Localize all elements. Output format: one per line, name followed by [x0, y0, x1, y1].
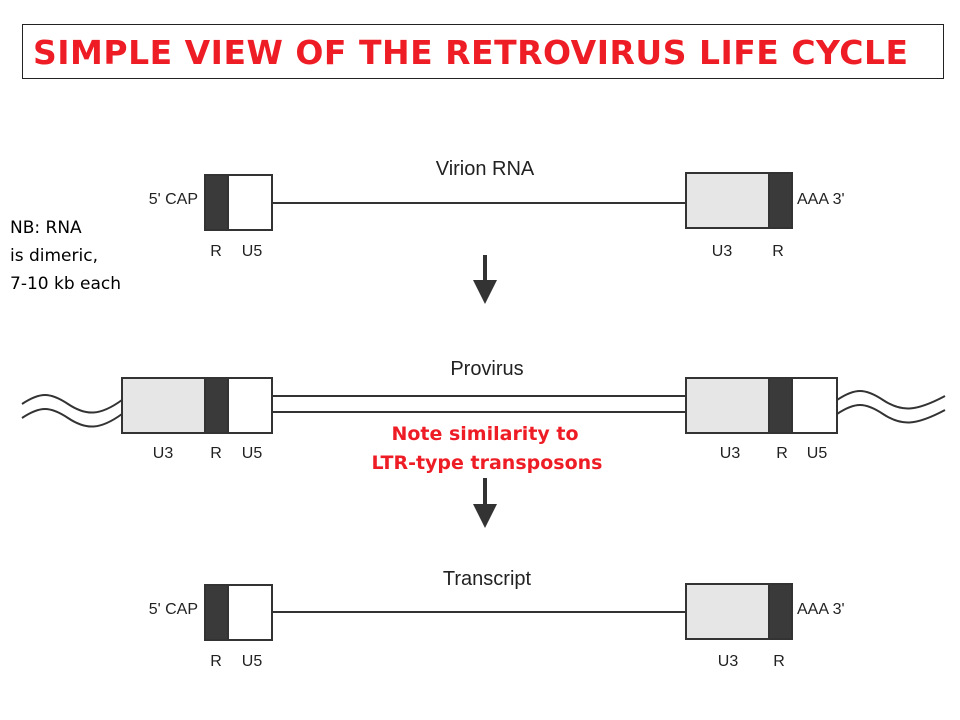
u5-region: [791, 377, 838, 434]
u5-label: U5: [242, 653, 263, 670]
provirus-heading: Provirus: [450, 358, 523, 380]
ltr-note: LTR-type transposons: [372, 452, 603, 474]
u5-region: [227, 584, 273, 641]
transcript: Transcript 5' CAP AAA 3' R U5 U3 R: [149, 568, 845, 670]
polya-label: AAA 3': [797, 601, 845, 618]
u3-region: [685, 583, 770, 640]
r-region: [768, 172, 793, 229]
r-label: R: [210, 445, 222, 462]
provirus: Provirus U3 R U5 U3 R U5: [21, 358, 946, 462]
u3-region: [685, 377, 770, 434]
host-dna-wave: [21, 408, 123, 428]
r-label: R: [776, 445, 788, 462]
host-dna-wave: [836, 404, 946, 424]
u3-label: U3: [720, 445, 741, 462]
cap-label: 5' CAP: [149, 191, 198, 208]
u3-region: [121, 377, 206, 434]
nb-line: 7-10 kb each: [10, 274, 122, 294]
u3-label: U3: [712, 243, 733, 260]
u5-label: U5: [242, 445, 263, 462]
r-region: [768, 583, 793, 640]
virion-heading: Virion RNA: [436, 158, 535, 180]
r-region: [768, 377, 793, 434]
r-label: R: [773, 653, 785, 670]
r-region: [204, 174, 229, 231]
u3-label: U3: [153, 445, 174, 462]
r-label: R: [210, 653, 222, 670]
dimeric-note: NB: RNA is dimeric, 7-10 kb each: [10, 214, 121, 298]
r-region: [204, 377, 229, 434]
polya-label: AAA 3': [797, 191, 845, 208]
virion-rna: Virion RNA 5' CAP AAA 3' R U5 U3 R: [149, 158, 845, 260]
nb-line: NB: RNA: [10, 218, 82, 238]
host-dna-wave: [836, 390, 946, 410]
u5-label: U5: [242, 243, 263, 260]
transcript-heading: Transcript: [443, 568, 532, 590]
u5-region: [227, 174, 273, 231]
title-box: SIMPLE VIEW OF THE RETROVIRUS LIFE CYCLE: [22, 24, 944, 79]
slide-title: SIMPLE VIEW OF THE RETROVIRUS LIFE CYCLE: [33, 33, 909, 72]
r-label: R: [210, 243, 222, 260]
r-label: R: [772, 243, 784, 260]
r-region: [204, 584, 229, 641]
cap-label: 5' CAP: [149, 601, 198, 618]
nb-line: is dimeric,: [10, 246, 98, 266]
u5-region: [227, 377, 273, 434]
u3-label: U3: [718, 653, 739, 670]
u3-region: [685, 172, 770, 229]
ltr-note: Note similarity to: [391, 423, 578, 445]
u5-label: U5: [807, 445, 828, 462]
host-dna-wave: [21, 394, 123, 414]
